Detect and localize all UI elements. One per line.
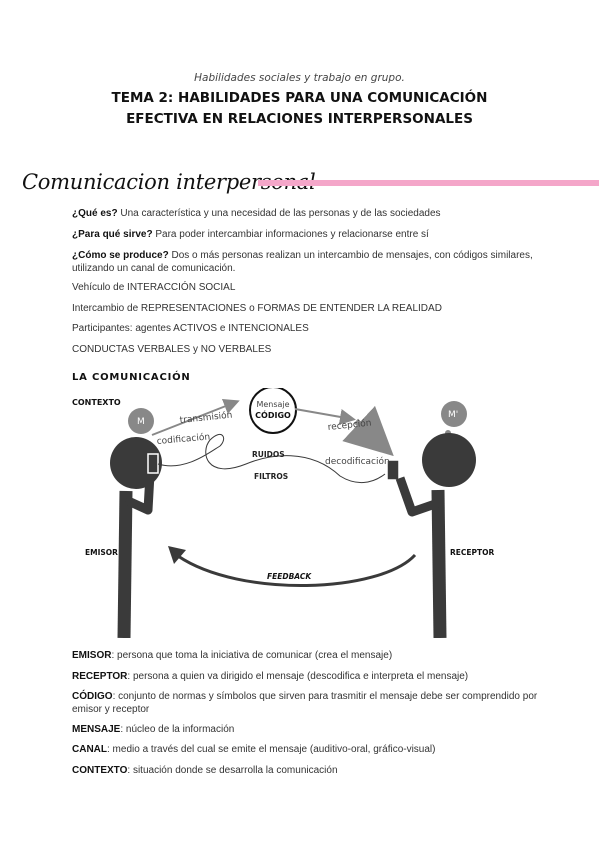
definition-emisor: EMISOR: persona que toma la iniciativa d… bbox=[72, 650, 542, 663]
definition-text: : conjunto de normas y símbolos que sirv… bbox=[72, 691, 538, 715]
definition-term: RECEPTOR bbox=[72, 671, 128, 682]
ruidos-label: RUIDOS bbox=[252, 450, 285, 459]
question-purpose: ¿Para qué sirve? Para poder intercambiar… bbox=[72, 229, 542, 242]
emisor-figure: M bbox=[110, 408, 162, 638]
document-title-line-1: TEMA 2: HABILIDADES PARA UNA COMUNICACIÓ… bbox=[111, 90, 488, 106]
definition-term: EMISOR bbox=[72, 650, 112, 661]
codificacion-label: codificación bbox=[156, 431, 210, 447]
question-label: ¿Qué es? bbox=[72, 208, 118, 219]
receptor-head bbox=[422, 433, 476, 487]
question-label: ¿Para qué sirve? bbox=[72, 229, 153, 240]
emisor-cup bbox=[147, 453, 159, 474]
receptor-thought-label: M' bbox=[448, 410, 458, 420]
recepcion-arrow bbox=[342, 405, 394, 457]
emisor-label: EMISOR bbox=[85, 548, 118, 557]
question-answer: Una característica y una necesidad de la… bbox=[117, 208, 441, 219]
definition-mensaje: MENSAJE: núcleo de la información bbox=[72, 724, 542, 737]
communication-diagram: CONTEXTO M M' Mensaje CÓDIGO transmisión… bbox=[72, 388, 495, 638]
definition-text: : situación donde se desarrolla la comun… bbox=[127, 765, 338, 776]
definition-canal: CANAL: medio a través del cual se emite … bbox=[72, 744, 542, 757]
definition-term: CÓDIGO bbox=[72, 691, 113, 702]
contexto-label: CONTEXTO bbox=[72, 398, 121, 407]
feedback-label: FEEDBACK bbox=[267, 572, 312, 581]
definition-text: : persona a quien va dirigido el mensaje… bbox=[127, 671, 469, 682]
receptor-thought-bubble bbox=[441, 401, 467, 427]
point-item: Participantes: agentes ACTIVOS e INTENCI… bbox=[72, 323, 309, 334]
emisor-thought-label: M bbox=[137, 417, 145, 427]
question-what: ¿Qué es? Una característica y una necesi… bbox=[72, 208, 542, 221]
filtros-label: FILTROS bbox=[254, 472, 288, 481]
recepcion-label: recepción bbox=[327, 417, 372, 433]
canal-wire bbox=[157, 434, 386, 483]
mensaje-label: Mensaje bbox=[256, 400, 289, 409]
definition-contexto: CONTEXTO: situación donde se desarrolla … bbox=[72, 765, 542, 778]
recepcion-arrow-top bbox=[294, 408, 356, 425]
point-item: CONDUCTAS VERBALES y NO VERBALES bbox=[72, 344, 272, 355]
definition-codigo: CÓDIGO: conjunto de normas y símbolos qu… bbox=[72, 691, 542, 716]
diagram-title: LA COMUNICACIÓN bbox=[72, 372, 191, 383]
codigo-label: CÓDIGO bbox=[255, 409, 291, 420]
point-item: Intercambio de REPRESENTACIONES o FORMAS… bbox=[72, 303, 442, 314]
question-how: ¿Cómo se produce? Dos o más personas rea… bbox=[72, 250, 542, 275]
definition-term: MENSAJE bbox=[72, 724, 121, 735]
question-answer: Para poder intercambiar informaciones y … bbox=[152, 229, 429, 240]
point-item: Vehículo de INTERACCIÓN SOCIAL bbox=[72, 282, 236, 293]
section-underline bbox=[258, 180, 599, 186]
mensaje-node: Mensaje CÓDIGO bbox=[249, 388, 297, 434]
document-title-line-2: EFECTIVA EN RELACIONES INTERPERSONALES bbox=[126, 111, 473, 127]
decodificacion-label: decodificación bbox=[325, 456, 390, 467]
receptor-label: RECEPTOR bbox=[450, 548, 495, 557]
definition-text: : núcleo de la información bbox=[120, 724, 235, 735]
receptor-cup bbox=[386, 459, 400, 481]
definition-text: : persona que toma la iniciativa de comu… bbox=[111, 650, 393, 661]
question-label: ¿Cómo se produce? bbox=[72, 250, 169, 261]
emisor-thought-bubble bbox=[128, 408, 154, 434]
transmision-arrow bbox=[151, 398, 240, 436]
receptor-figure: M' bbox=[386, 401, 476, 638]
definition-text: : medio a través del cual se emite el me… bbox=[107, 744, 436, 755]
definition-term: CANAL bbox=[72, 744, 107, 755]
feedback-arc bbox=[177, 553, 417, 588]
definition-receptor: RECEPTOR: persona a quien va dirigido el… bbox=[72, 671, 542, 684]
feedback-arrowhead bbox=[168, 546, 186, 564]
definition-term: CONTEXTO bbox=[72, 765, 128, 776]
question-answer: Dos o más personas realizan un intercamb… bbox=[72, 250, 533, 274]
transmision-label: transmisión bbox=[179, 410, 233, 426]
document-subtitle: Habilidades sociales y trabajo en grupo. bbox=[194, 72, 405, 84]
